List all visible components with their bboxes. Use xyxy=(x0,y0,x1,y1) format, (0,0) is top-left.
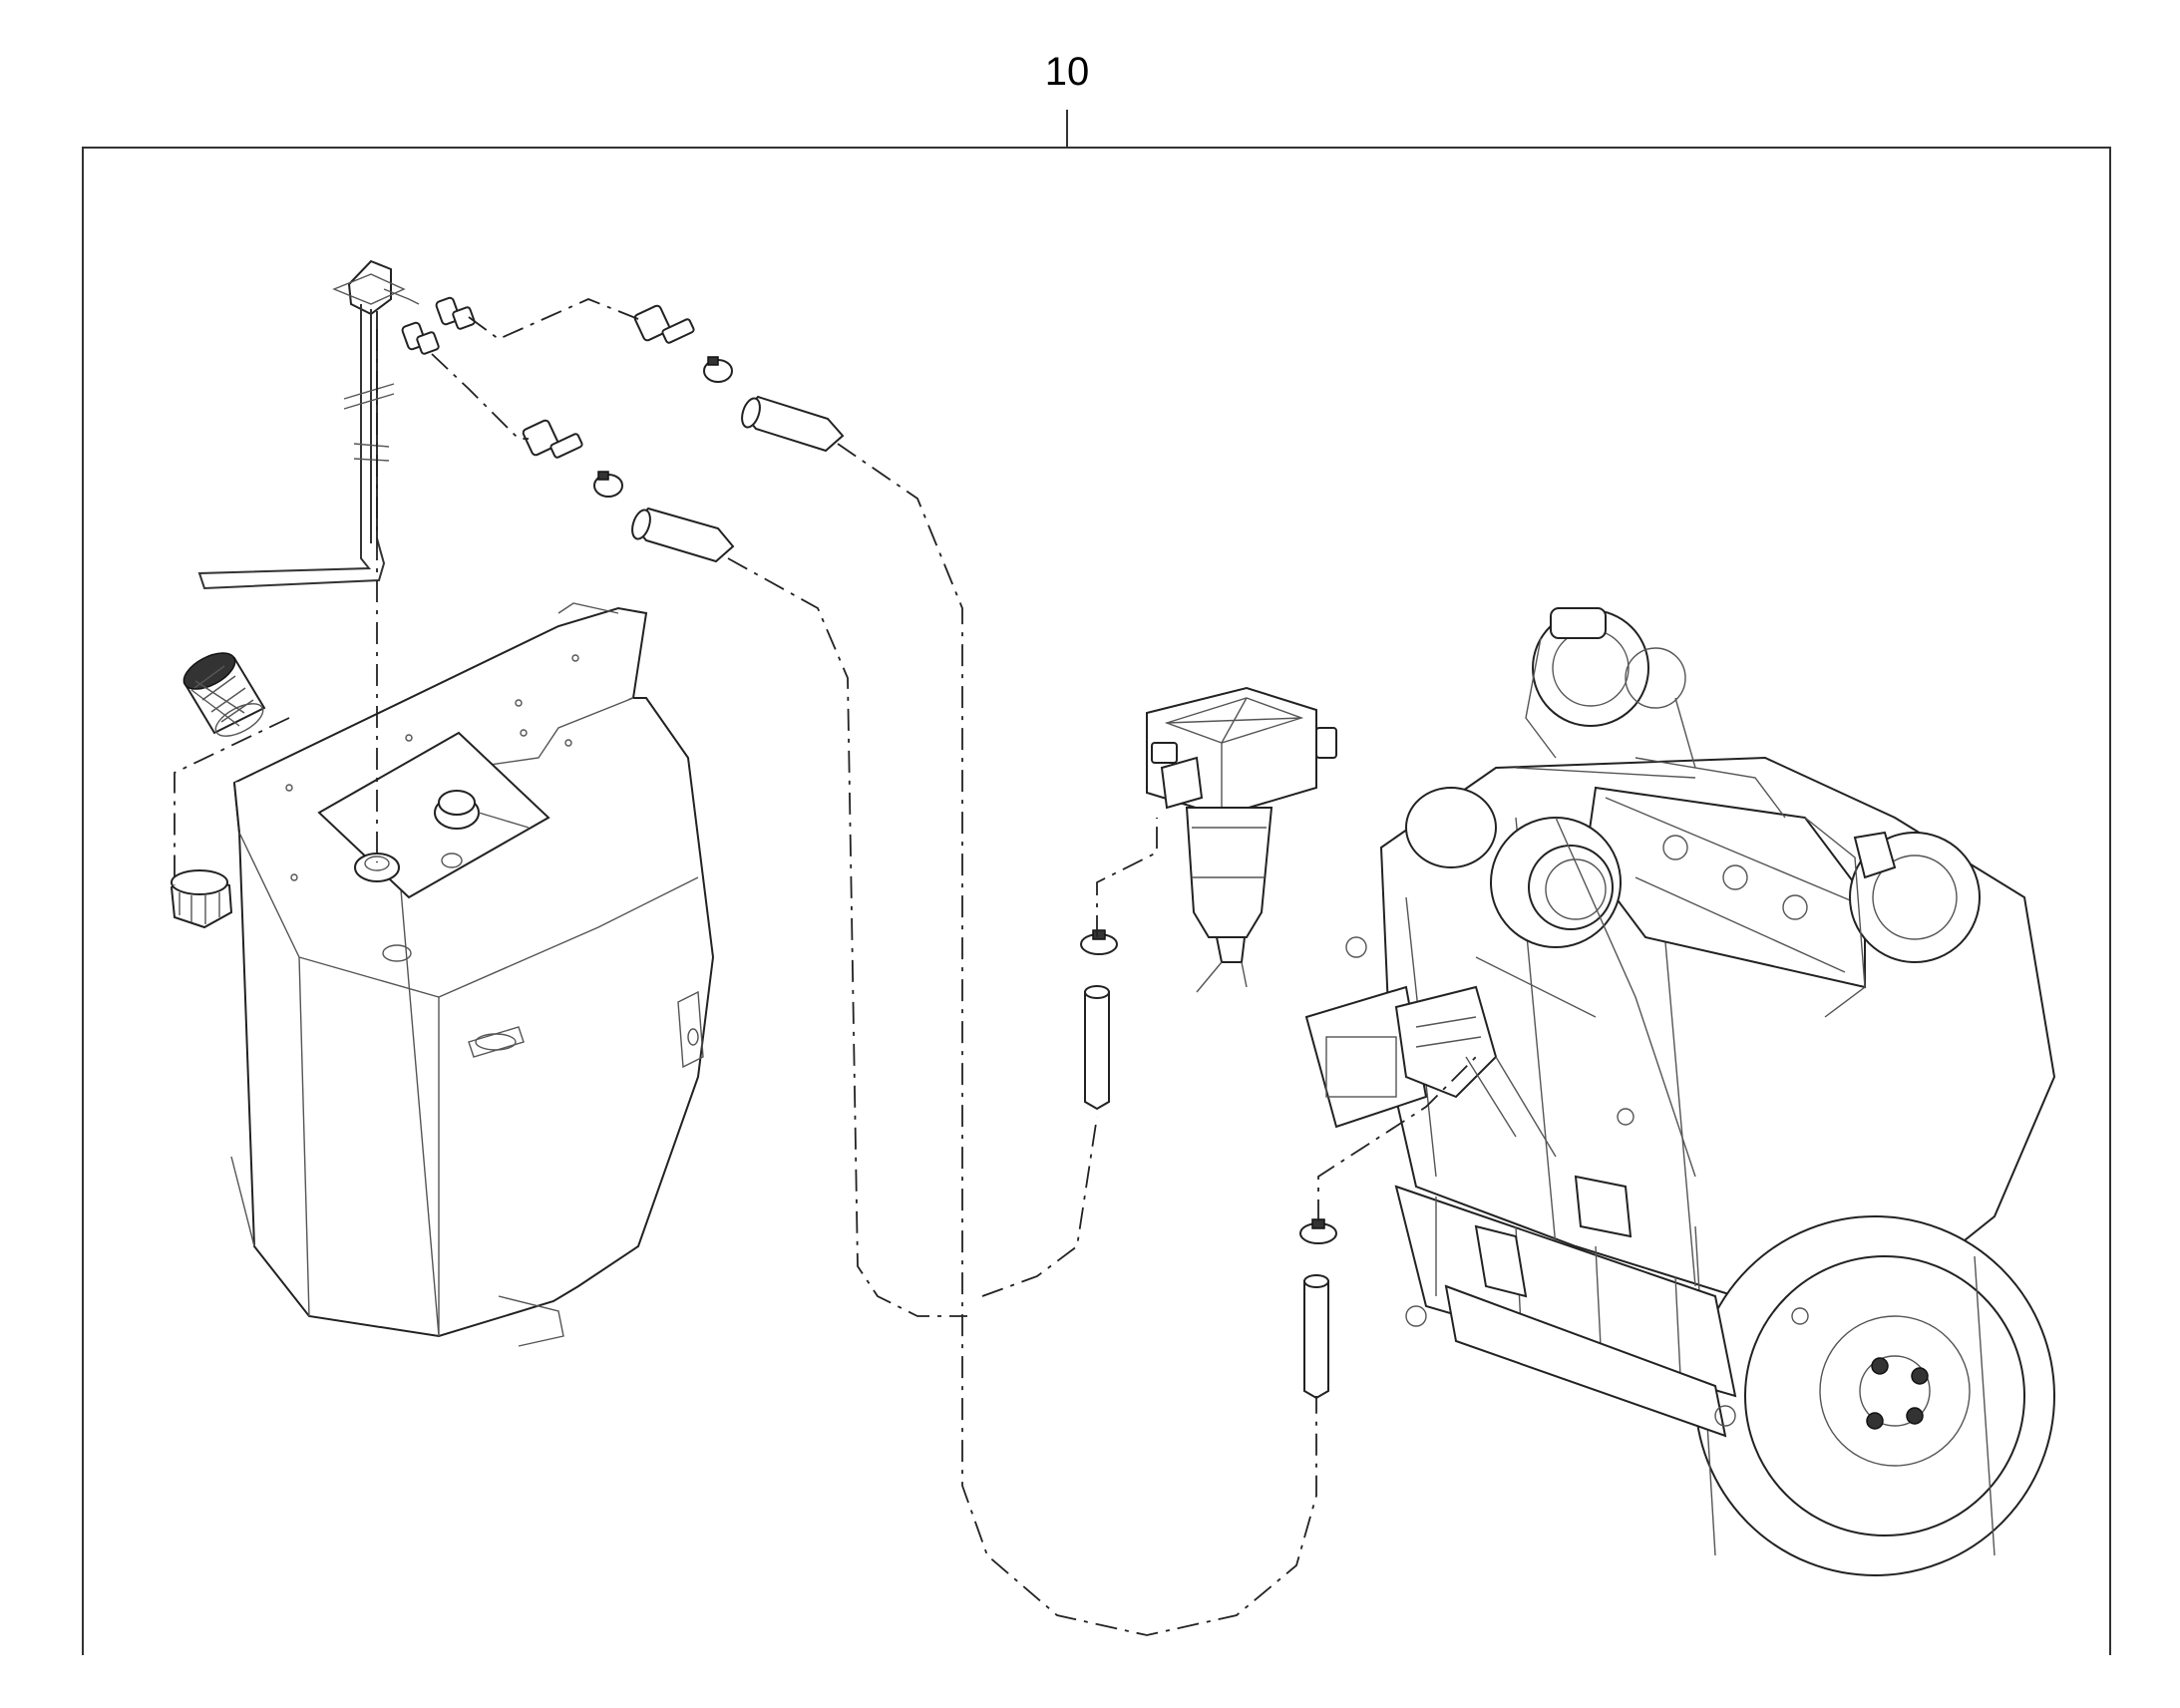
assembly-frame xyxy=(82,110,2111,1655)
engine-icon xyxy=(1304,607,2056,1576)
connection-lines xyxy=(174,298,1477,1636)
fuel-tank-icon xyxy=(230,602,715,1347)
filler-cap-icon xyxy=(170,869,233,929)
strainer-icon xyxy=(182,652,266,737)
hose-clamp-icon xyxy=(593,356,1337,1244)
fuel-filter-icon xyxy=(1146,686,1337,993)
fuel-sender-icon xyxy=(197,259,420,590)
callout-label: 10 xyxy=(1044,50,1090,94)
quick-connector-icon xyxy=(401,296,695,459)
hose-icon xyxy=(631,395,1329,1400)
